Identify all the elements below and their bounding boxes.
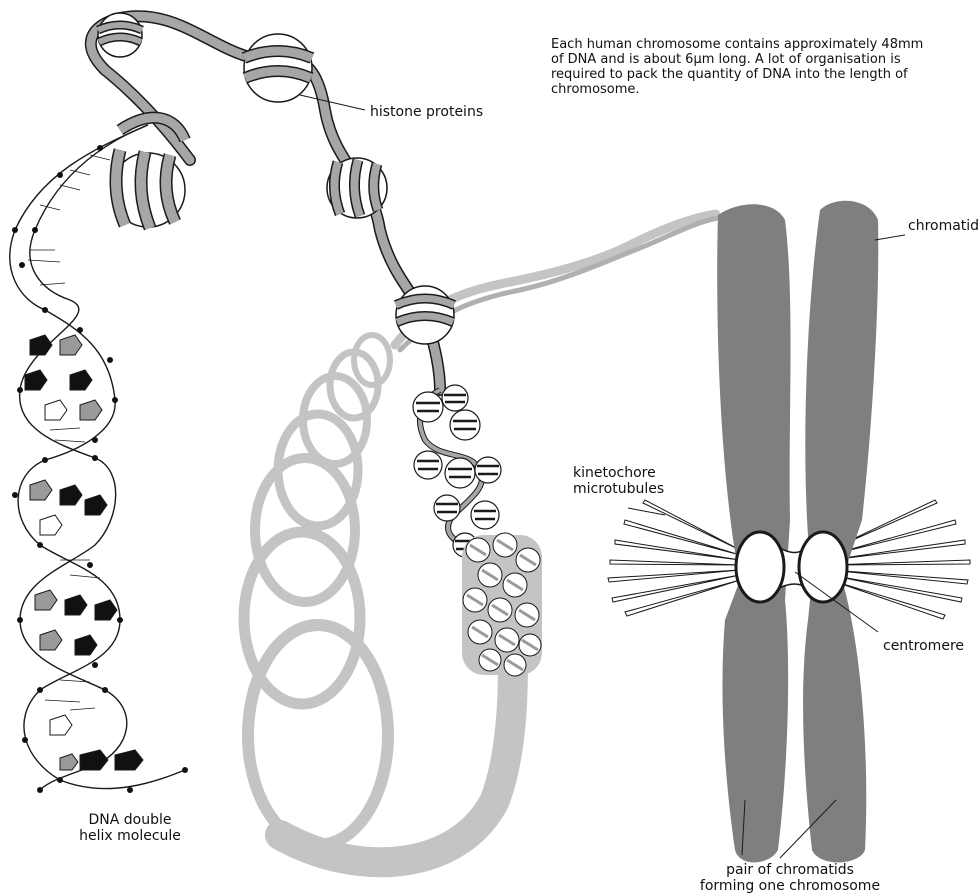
kinetochore-line-2: microtubules [573, 481, 664, 497]
histone-bead-3 [111, 150, 185, 228]
pair-line-1: pair of chromatids [690, 862, 890, 878]
packed-solenoid [462, 533, 542, 676]
pair-of-chromatids-label: pair of chromatids forming one chromosom… [690, 862, 890, 894]
kinetochore-left [736, 532, 784, 602]
intro-paragraph: Each human chromosome contains approxima… [551, 37, 931, 97]
dna-helix-label: DNA double helix molecule [65, 812, 195, 844]
histone-proteins-label: histone proteins [370, 104, 483, 120]
kinetochore-microtubules-label: kinetochore microtubules [573, 465, 664, 497]
chromatid-text: chromatid [908, 218, 978, 234]
chromatid-right [803, 201, 878, 863]
kinetochore-microtubules-left [608, 500, 740, 616]
histone-bead-2 [244, 34, 312, 102]
histone-bead-1 [98, 13, 142, 57]
dna-helix-line-2: helix molecule [65, 828, 195, 844]
chromatid-label: chromatid [908, 218, 978, 234]
nucleosome-cluster [413, 385, 501, 560]
chromosome [608, 201, 970, 863]
dna-helix-line-1: DNA double [65, 812, 195, 828]
pair-line-2: forming one chromosome [690, 878, 890, 894]
centromere-label: centromere [883, 638, 964, 654]
kinetochore-line-1: kinetochore [573, 465, 664, 481]
histone-proteins-text: histone proteins [370, 104, 483, 120]
centromere-text: centromere [883, 638, 964, 654]
histone-bead-4 [327, 158, 387, 218]
histone-bead-5 [396, 286, 454, 344]
kinetochore-right [799, 532, 847, 602]
